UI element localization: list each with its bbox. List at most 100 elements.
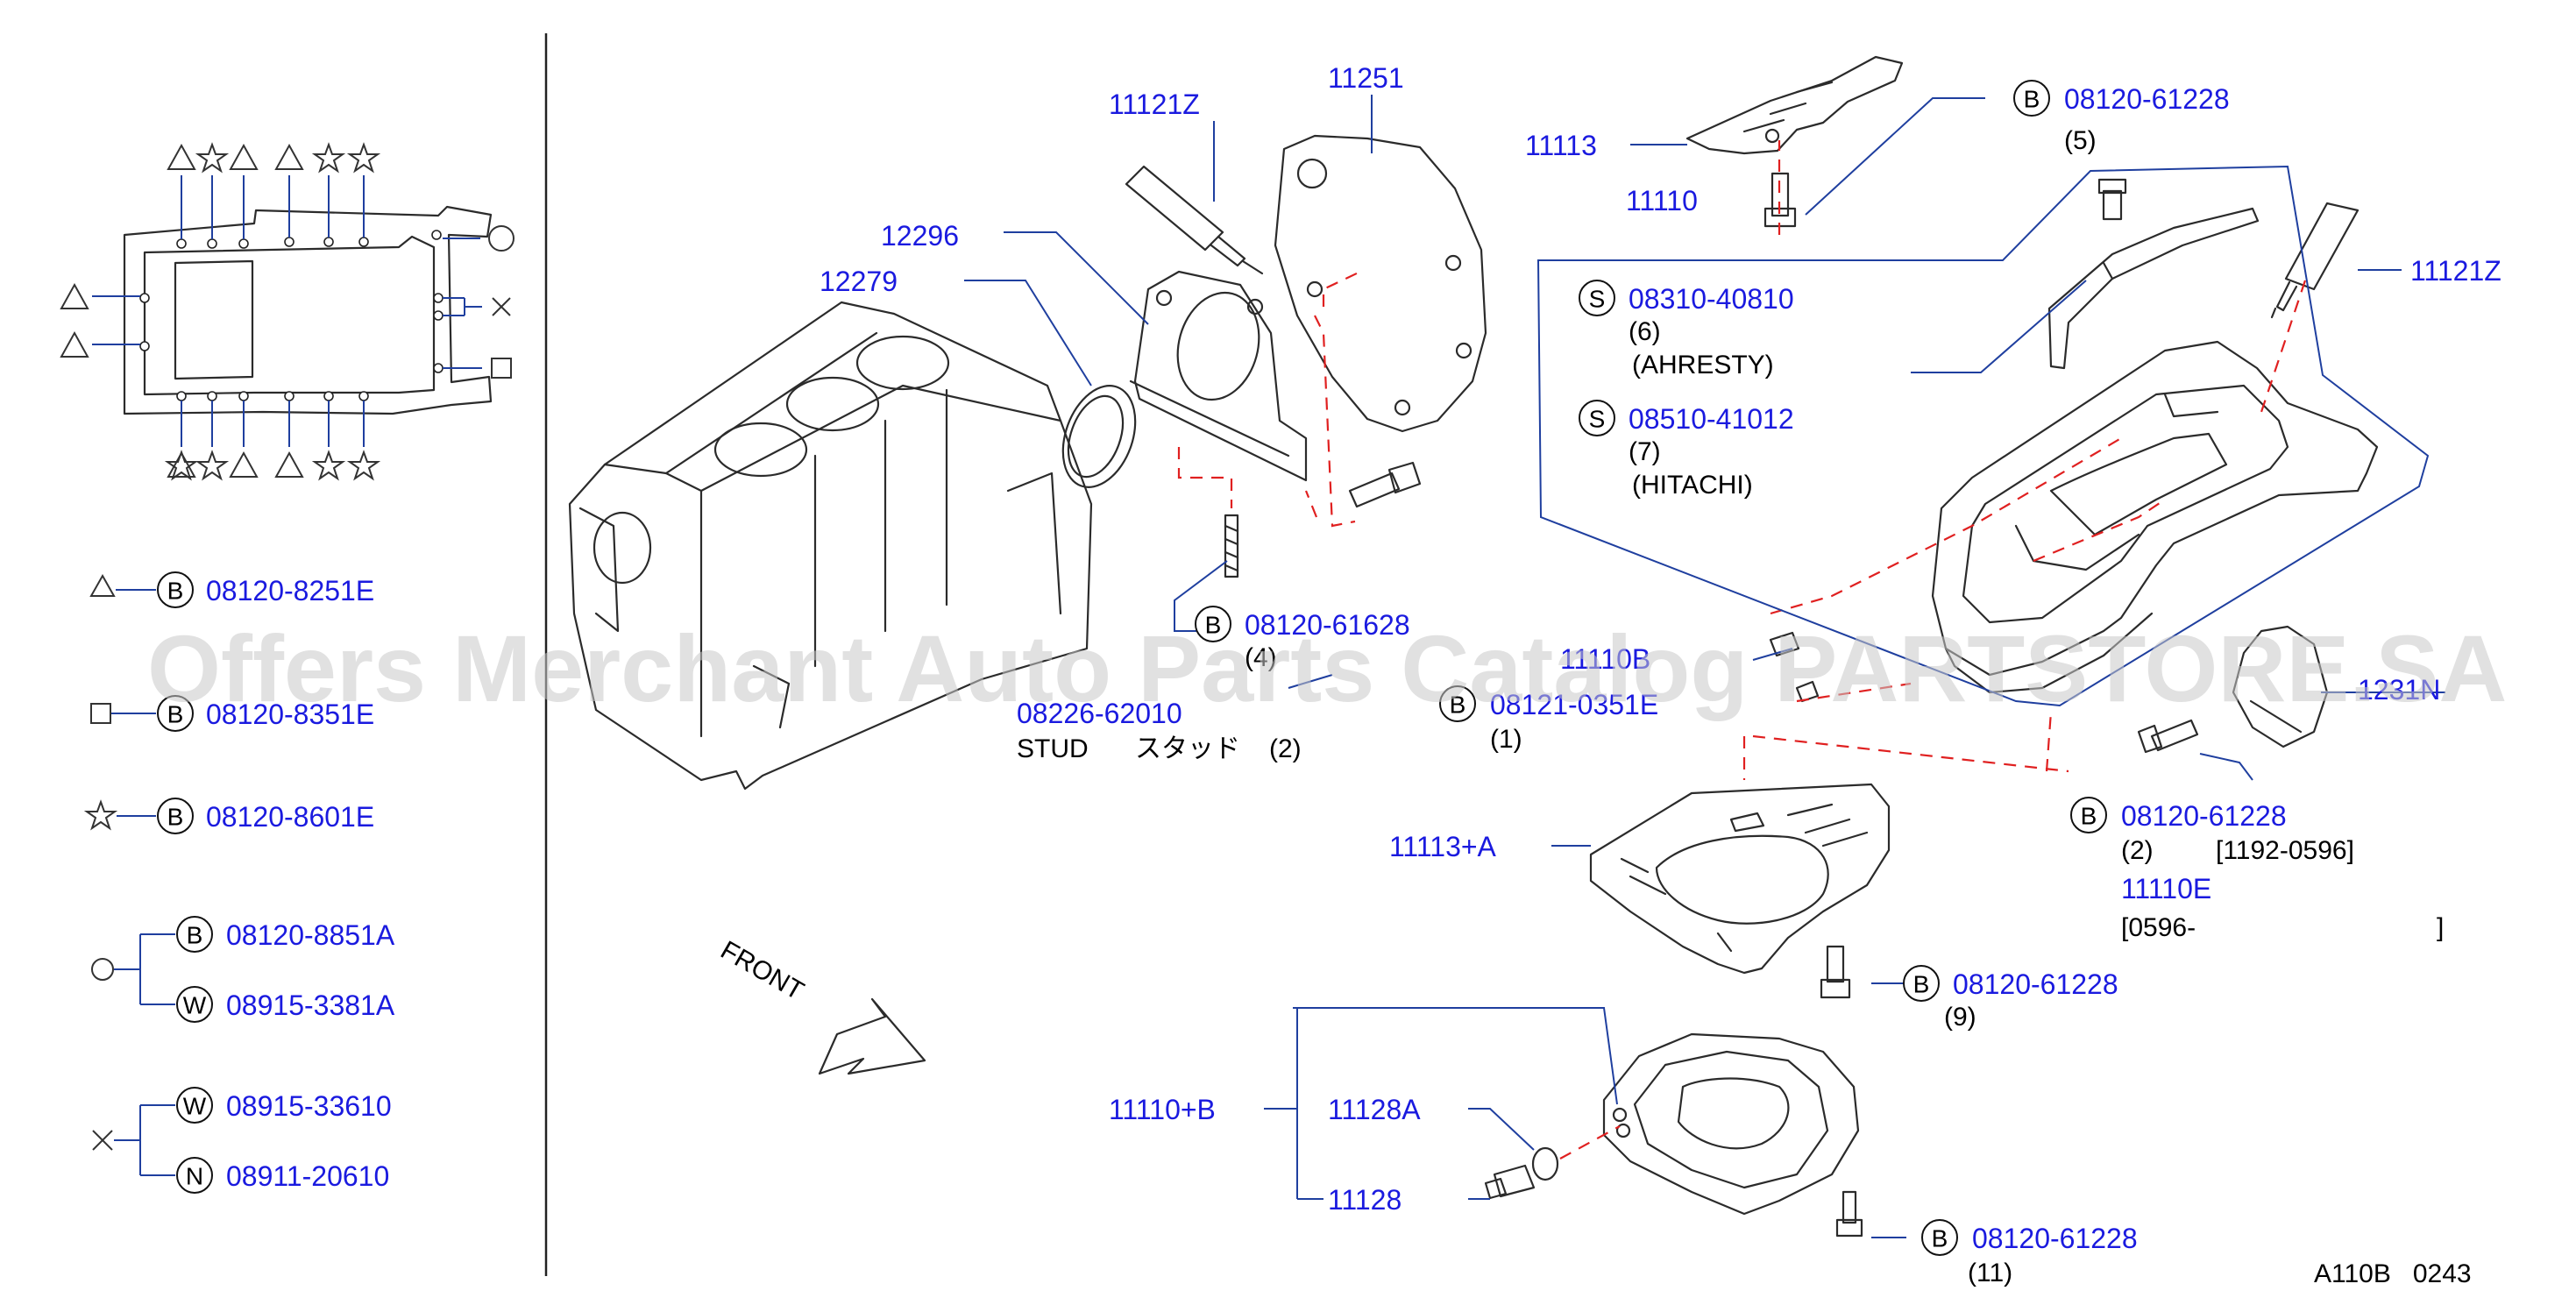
star-symbols xyxy=(164,142,381,481)
watermark: Offers Merchant Auto Parts Catalog PARTS… xyxy=(147,615,2507,721)
legend-cross-washer-part-number[interactable]: 08915-33610 xyxy=(226,1090,392,1122)
bolt-illustration xyxy=(1835,1190,1863,1238)
front-direction-arrow: FRONT xyxy=(716,935,926,1075)
callout-screw-08510-41012[interactable]: 08510-41012 xyxy=(1629,403,1794,435)
bolt-illustration xyxy=(1820,945,1851,999)
callout-11128A[interactable]: 11128A xyxy=(1328,1094,1421,1125)
bolt-layout-schematic xyxy=(60,142,514,481)
screw-symbol-icon xyxy=(1579,280,1615,316)
callout-11113[interactable]: 11113 xyxy=(1525,130,1597,161)
callout-11110B[interactable]: 11110B xyxy=(1560,643,1650,675)
bolt-letter: B xyxy=(187,922,203,949)
qty-11: (11) xyxy=(1968,1259,2012,1287)
bolt-symbol-icon xyxy=(2070,797,2107,833)
bolt-illustration xyxy=(1763,172,2127,228)
qty-4: (4) xyxy=(1245,643,1277,672)
legend-cross-nut-part-number[interactable]: 08911-20610 xyxy=(226,1160,389,1192)
callout-screw-08310-40810[interactable]: 08310-40810 xyxy=(1629,283,1794,315)
qty-9: (9) xyxy=(1944,1003,1976,1032)
liquid-gasket-tube-illustration-right xyxy=(2270,202,2360,319)
legend-triangle-part-number[interactable]: 08120-8251E xyxy=(206,575,374,606)
bolt-letter: B xyxy=(167,804,184,831)
cover-plate-illustration xyxy=(2232,625,2329,748)
legend: B 08120-8251E B 08120-8351E B 08120-8601… xyxy=(83,571,395,1194)
stud-label-japanese: スタッド xyxy=(1135,734,1240,763)
callout-bolt-08120-61228-mid[interactable]: 08120-61228 xyxy=(2121,800,2287,832)
oil-pan-gasket-illustration xyxy=(1589,783,1891,975)
qty-2-mid: (2) xyxy=(2121,836,2154,865)
callout-bolt-08120-61228-bottom[interactable]: 08120-61228 xyxy=(1972,1223,2138,1254)
note-hitachi: (HITACHI) xyxy=(1632,471,1753,500)
legend-circle-washer-part-number[interactable]: 08915-3381A xyxy=(226,989,395,1021)
callout-11128[interactable]: 11128 xyxy=(1328,1184,1402,1216)
legend-square-part-number[interactable]: 08120-8351E xyxy=(206,699,374,730)
engine-block-illustration xyxy=(568,301,1093,791)
qty-7: (7) xyxy=(1629,437,1661,466)
callout-bolt-08121-0351E[interactable]: 08121-0351E xyxy=(1490,689,1658,720)
liquid-gasket-tube-illustration xyxy=(1125,165,1264,275)
bolt-symbol-icon xyxy=(1903,965,1940,1002)
bolt-symbol-icon xyxy=(1921,1219,1958,1256)
washer-letter: W xyxy=(183,992,207,1019)
callout-1231N[interactable]: 1231N xyxy=(2358,674,2440,706)
side-seal-illustration xyxy=(2047,207,2260,370)
screw-letter: S xyxy=(1589,406,1606,433)
callout-bolt-08120-61228-top[interactable]: 08120-61228 xyxy=(2064,83,2230,115)
callout-11121Z-right[interactable]: 11121Z xyxy=(2410,255,2501,287)
screw-letter: S xyxy=(1589,286,1606,313)
washer-letter: W xyxy=(183,1093,207,1120)
callout-11110E[interactable]: 11110E xyxy=(2121,873,2211,904)
callout-bolt-08120-61228-gasket[interactable]: 08120-61228 xyxy=(1953,968,2118,1000)
callout-labels: 11121Z 11251 12296 12279 11113 11110 B 0… xyxy=(820,62,2501,1288)
front-label: FRONT xyxy=(716,935,809,1005)
callout-11110B-plus[interactable]: 11110+B xyxy=(1109,1094,1216,1125)
bolt-symbol-icon xyxy=(2013,80,2050,117)
bolt-letter: B xyxy=(167,701,184,728)
callout-11110[interactable]: 11110 xyxy=(1626,185,1698,216)
callout-11121Z-top[interactable]: 11121Z xyxy=(1109,89,1200,120)
bolt-letter: B xyxy=(1913,971,1930,998)
qty-1: (1) xyxy=(1490,725,1522,754)
callout-11113A[interactable]: 11113+A xyxy=(1389,831,1497,862)
bolt-illustration xyxy=(1769,631,1820,703)
washer-symbol-icon xyxy=(176,1087,213,1124)
oil-pan-upper-illustration xyxy=(1931,340,2379,694)
legend-circle-bolt-part-number[interactable]: 08120-8851A xyxy=(226,919,395,951)
bolt-illustration xyxy=(2137,719,2199,754)
date-range-0596-close: ] xyxy=(2437,913,2444,942)
bolt-illustration xyxy=(1348,461,1422,508)
callout-11251[interactable]: 11251 xyxy=(1328,62,1404,94)
drawing-code: A110B 0243 xyxy=(2314,1259,2472,1288)
bolt-letter: B xyxy=(1205,612,1222,639)
nut-symbol-icon xyxy=(176,1157,213,1194)
callout-stud-08226-62010[interactable]: 08226-62010 xyxy=(1017,698,1182,729)
bolt-symbol-icon xyxy=(157,798,194,834)
seal-retainer-illustration xyxy=(1129,270,1308,482)
bolt-letter: B xyxy=(1450,692,1466,719)
qty-6: (6) xyxy=(1629,317,1661,346)
oil-pan-lower-illustration xyxy=(1602,1032,1860,1216)
bolt-letter: B xyxy=(167,578,184,605)
rear-plate-illustration xyxy=(1274,134,1487,433)
baffle-plate-illustration xyxy=(1685,55,1904,155)
bolt-symbol-icon xyxy=(176,916,213,953)
legend-star-part-number[interactable]: 08120-8601E xyxy=(206,801,374,833)
bolt-letter: B xyxy=(1932,1225,1948,1252)
rear-oil-seal-illustration xyxy=(1061,385,1137,488)
note-ahresty: (AHRESTY) xyxy=(1632,351,1774,379)
bolt-letter: B xyxy=(2024,86,2040,113)
screw-symbol-icon xyxy=(1579,400,1615,436)
date-range-0596-open: [0596- xyxy=(2121,913,2196,942)
callout-12279[interactable]: 12279 xyxy=(820,266,898,297)
nut-letter: N xyxy=(186,1163,203,1190)
bolt-symbol-icon xyxy=(157,571,194,608)
callout-12296[interactable]: 12296 xyxy=(881,220,959,252)
bolt-symbol-icon xyxy=(1439,685,1476,722)
qty-5: (5) xyxy=(2064,126,2097,155)
leader-lines xyxy=(964,95,2445,1238)
washer-symbol-icon xyxy=(176,986,213,1023)
bolt-symbol-icon xyxy=(1195,606,1231,642)
callout-bolt-08120-61628[interactable]: 08120-61628 xyxy=(1245,609,1410,641)
